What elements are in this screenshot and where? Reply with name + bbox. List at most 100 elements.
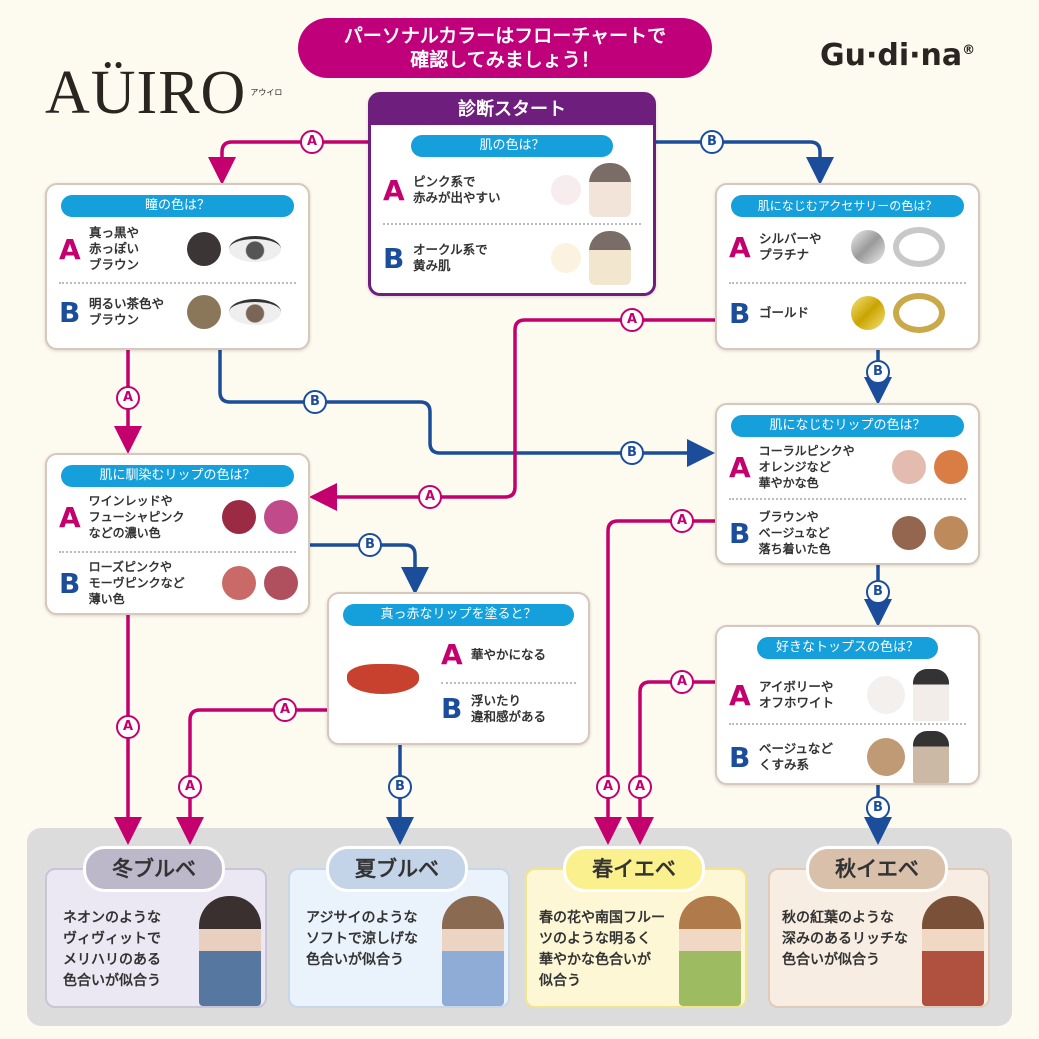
question-pill: 好きなトップスの色は？	[757, 637, 938, 659]
option-letter: B	[729, 296, 751, 330]
option-letter: B	[383, 241, 405, 275]
option-letter: A	[59, 500, 81, 534]
result-title: 冬ブルベ	[83, 846, 225, 892]
question-pill: 肌になじむリップの色は？	[731, 415, 964, 437]
line-tops-a	[626, 680, 715, 845]
divider	[729, 723, 966, 725]
option-letter: A	[383, 173, 405, 207]
eye-swatch	[187, 295, 221, 329]
start-box: 診断スタート 肌の色は？ A ピンク系で 赤みが出やすい B オークル系で 黄み肌	[368, 92, 656, 296]
result-title: 夏ブルベ	[326, 846, 468, 892]
option-letter: A	[729, 230, 751, 264]
silver-swatch	[851, 230, 885, 264]
start-heading: 診断スタート	[371, 95, 653, 125]
badge-a: A	[596, 775, 620, 799]
gudina-logo: Gu·di·na®	[820, 38, 976, 73]
skin-swatch	[551, 243, 581, 273]
option-text: ワインレッドや フューシャピンク などの濃い色	[88, 494, 185, 540]
woman-illustration	[679, 896, 741, 1006]
gold-bangle-icon	[893, 293, 945, 333]
line-start-a	[208, 140, 368, 185]
badge-a: A	[116, 386, 140, 410]
divider	[383, 223, 641, 225]
divider	[729, 282, 966, 284]
lip-swatch	[892, 516, 926, 550]
divider	[441, 682, 576, 684]
option-text: コーラルピンクや オレンジなど 華やかな色	[758, 444, 855, 490]
result-desc: 春の花や南国フルー ツのような明るく 華やかな色合いが 似合う	[539, 910, 665, 989]
badge-a: A	[178, 775, 202, 799]
option-letter: A	[59, 232, 81, 266]
badge-a: A	[418, 485, 442, 509]
result-title: 春イエベ	[563, 846, 705, 892]
badge-a: A	[116, 715, 140, 739]
lip-swatch	[222, 500, 256, 534]
badge-b: B	[388, 775, 412, 799]
line-start-b	[655, 140, 834, 185]
badge-a: A	[620, 308, 644, 332]
option-text: ゴールド	[759, 305, 810, 320]
woman-illustration	[442, 896, 504, 1006]
result-title: 秋イエベ	[806, 846, 948, 892]
option-letter: B	[59, 295, 81, 329]
woman-face-icon	[589, 231, 631, 285]
question-pill: 瞳の色は？	[61, 195, 294, 217]
option-text: 真っ黒や 赤っぽい ブラウン	[89, 225, 140, 272]
result-desc: アジサイのような ソフトで涼しげな 色合いが似合う	[306, 910, 418, 968]
line-lipr-a	[594, 519, 715, 845]
model-icon	[913, 669, 949, 721]
question-pill: 肌になじむアクセサリーの色は？	[731, 195, 964, 217]
badge-b: B	[866, 360, 890, 384]
divider	[59, 282, 296, 284]
badge-a: A	[300, 130, 324, 154]
eye-swatch	[187, 232, 221, 266]
tops-swatch	[867, 738, 905, 776]
eye-icon	[229, 299, 281, 325]
result-autumn: 秋イエベ 秋の紅葉のような 深みのあるリッチな 色合いが似合う	[768, 846, 990, 1008]
line-eye-b	[218, 350, 715, 467]
question-pill: 肌に馴染むリップの色は？	[61, 465, 294, 487]
option-text: ピンク系で 赤みが出やすい	[413, 174, 501, 205]
option-text: オークル系で 黄み肌	[413, 242, 488, 273]
question-pill: 真っ赤なリップを塗ると？	[343, 604, 574, 626]
result-desc: 秋の紅葉のような 深みのあるリッチな 色合いが似合う	[782, 910, 908, 968]
tops-swatch	[867, 676, 905, 714]
badge-b: B	[303, 390, 327, 414]
line-acc-a	[309, 318, 715, 511]
result-summer: 夏ブルベ アジサイのような ソフトで涼しげな 色合いが似合う	[288, 846, 510, 1008]
badge-b: B	[866, 796, 890, 820]
lip-swatch	[934, 516, 968, 550]
gold-swatch	[851, 296, 885, 330]
silver-bangle-icon	[893, 227, 945, 267]
result-desc: ネオンのような ヴィヴィットで メリハリのある 色合いが似合う	[63, 910, 161, 989]
option-letter: A	[441, 638, 463, 671]
page-title: パーソナルカラーはフローチャートで確認してみましょう！	[298, 18, 712, 78]
option-letter: B	[59, 566, 81, 600]
badge-a: A	[670, 670, 694, 694]
lip-swatch	[934, 450, 968, 484]
result-spring: 春イエベ 春の花や南国フルー ツのような明るく 華やかな色合いが 似合う	[525, 846, 747, 1008]
option-letter: B	[729, 740, 751, 774]
option-letter: B	[729, 516, 751, 550]
woman-illustration	[922, 896, 984, 1006]
divider	[59, 551, 296, 553]
red-lips-icon	[347, 664, 419, 694]
badge-b: B	[866, 580, 890, 604]
eye-icon	[229, 236, 281, 262]
question-pill: 肌の色は？	[411, 135, 613, 157]
result-winter: 冬ブルベ ネオンのような ヴィヴィットで メリハリのある 色合いが似合う	[45, 846, 267, 1008]
option-text: 浮いたり 違和感がある	[471, 692, 547, 724]
badge-b: B	[358, 533, 382, 557]
option-text: 華やかになる	[471, 646, 547, 662]
option-text: アイボリーや オフホワイト	[759, 679, 835, 710]
divider	[729, 498, 966, 500]
line-lipl-b	[310, 543, 429, 595]
badge-a: A	[273, 698, 297, 722]
option-text: ローズピンクや モーヴピンクなど 薄い色	[88, 560, 185, 606]
option-letter: A	[729, 450, 751, 484]
